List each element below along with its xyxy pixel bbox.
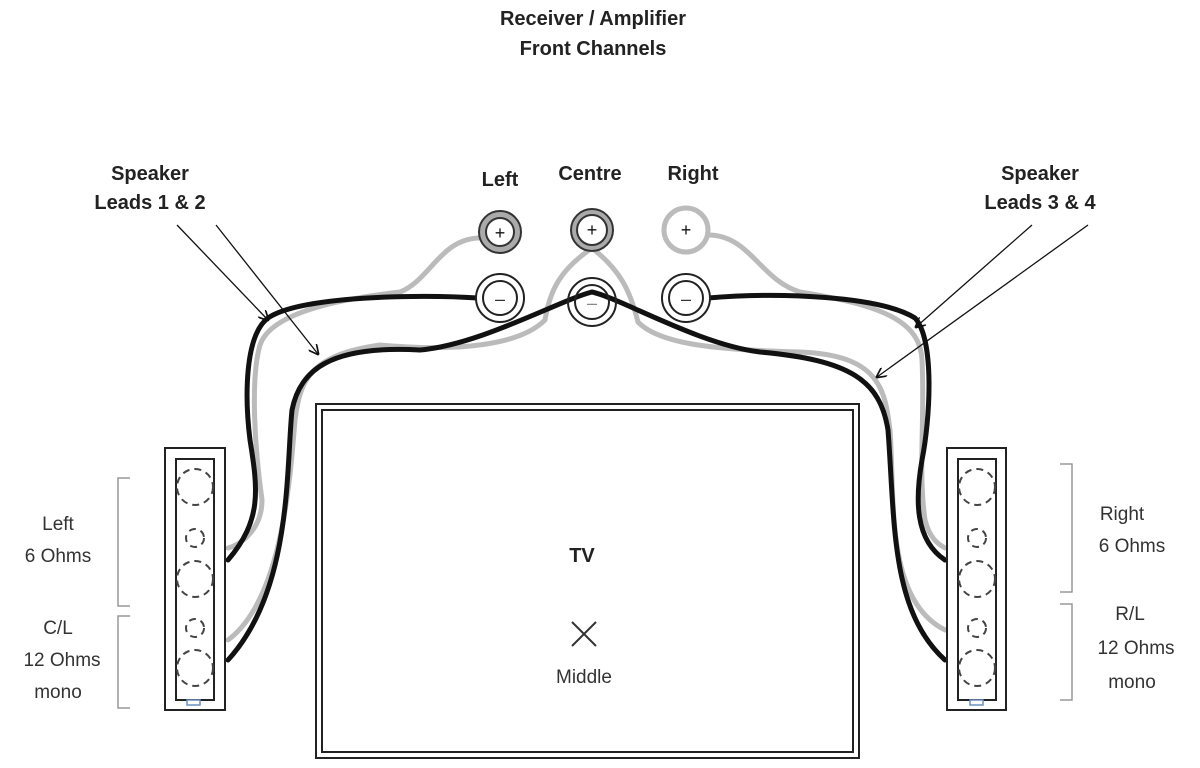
left-lower-line-1: C/L [43, 618, 73, 639]
bracket-right-upper [1060, 463, 1073, 593]
arrow-lead-3 [916, 224, 1033, 327]
right-positive-wire [705, 232, 948, 551]
right-upper-line-1: Right [1100, 504, 1145, 525]
svg-text:–: – [587, 293, 597, 313]
bracket-right-lower [1060, 603, 1073, 701]
left-upper-line-1: Left [42, 514, 74, 535]
leads-left-line-2: Leads 1 & 2 [94, 192, 205, 214]
arrow-lead-1 [176, 224, 268, 320]
left-upper-line-2: 6 Ohms [25, 546, 92, 567]
terminal-left-positive[interactable]: + [478, 210, 522, 254]
centre-negative-wire-left [225, 289, 595, 663]
centre-positive-wire-right [589, 245, 948, 633]
leads-right-line-2: Leads 3 & 4 [984, 192, 1096, 214]
left-negative-wire [225, 293, 481, 563]
left-lower-line-2: 12 Ohms [23, 650, 100, 671]
svg-text:+: + [495, 223, 506, 243]
centre-positive-wire-left [225, 245, 595, 643]
right-lower-line-2: 12 Ohms [1097, 638, 1174, 659]
wires [225, 232, 948, 663]
terminal-centre-positive[interactable]: + [570, 208, 614, 252]
tv: TV Middle [315, 403, 860, 759]
terminal-right-positive[interactable]: + [661, 205, 711, 255]
left-positive-wire [225, 235, 481, 551]
right-lower-line-1: R/L [1115, 604, 1145, 625]
arrow-lead-2 [215, 224, 318, 354]
bracket-left-upper [117, 477, 130, 607]
channel-right-label: Right [667, 163, 718, 185]
svg-text:+: + [587, 220, 598, 240]
tv-label: TV [569, 545, 595, 567]
title-line-1: Receiver / Amplifier [500, 8, 686, 30]
svg-text:–: – [681, 289, 691, 309]
leads-left-line-1: Speaker [111, 163, 189, 185]
channel-left-label: Left [482, 169, 519, 191]
title-line-2: Front Channels [520, 38, 667, 60]
right-speaker [946, 447, 1007, 711]
terminal-left-negative[interactable]: – [475, 273, 525, 323]
left-lower-line-3: mono [34, 682, 82, 703]
right-negative-wire [705, 292, 948, 563]
leads-right-line-1: Speaker [1001, 163, 1079, 185]
svg-text:–: – [495, 289, 505, 309]
terminal-centre-negative[interactable]: – [567, 277, 617, 327]
lead-arrows [176, 224, 1089, 377]
centre-negative-wire-right [589, 289, 948, 663]
left-speaker [164, 447, 226, 711]
arrow-lead-4 [877, 224, 1089, 377]
terminal-right-negative[interactable]: – [661, 273, 711, 323]
indicator-icon [969, 699, 984, 706]
svg-text:+: + [681, 220, 692, 240]
bracket-left-lower [117, 615, 130, 709]
center-cross-icon [571, 621, 597, 647]
right-lower-line-3: mono [1108, 672, 1156, 693]
right-upper-line-2: 6 Ohms [1099, 536, 1166, 557]
channel-centre-label: Centre [558, 163, 621, 185]
middle-label: Middle [556, 667, 612, 688]
indicator-icon [186, 699, 201, 706]
